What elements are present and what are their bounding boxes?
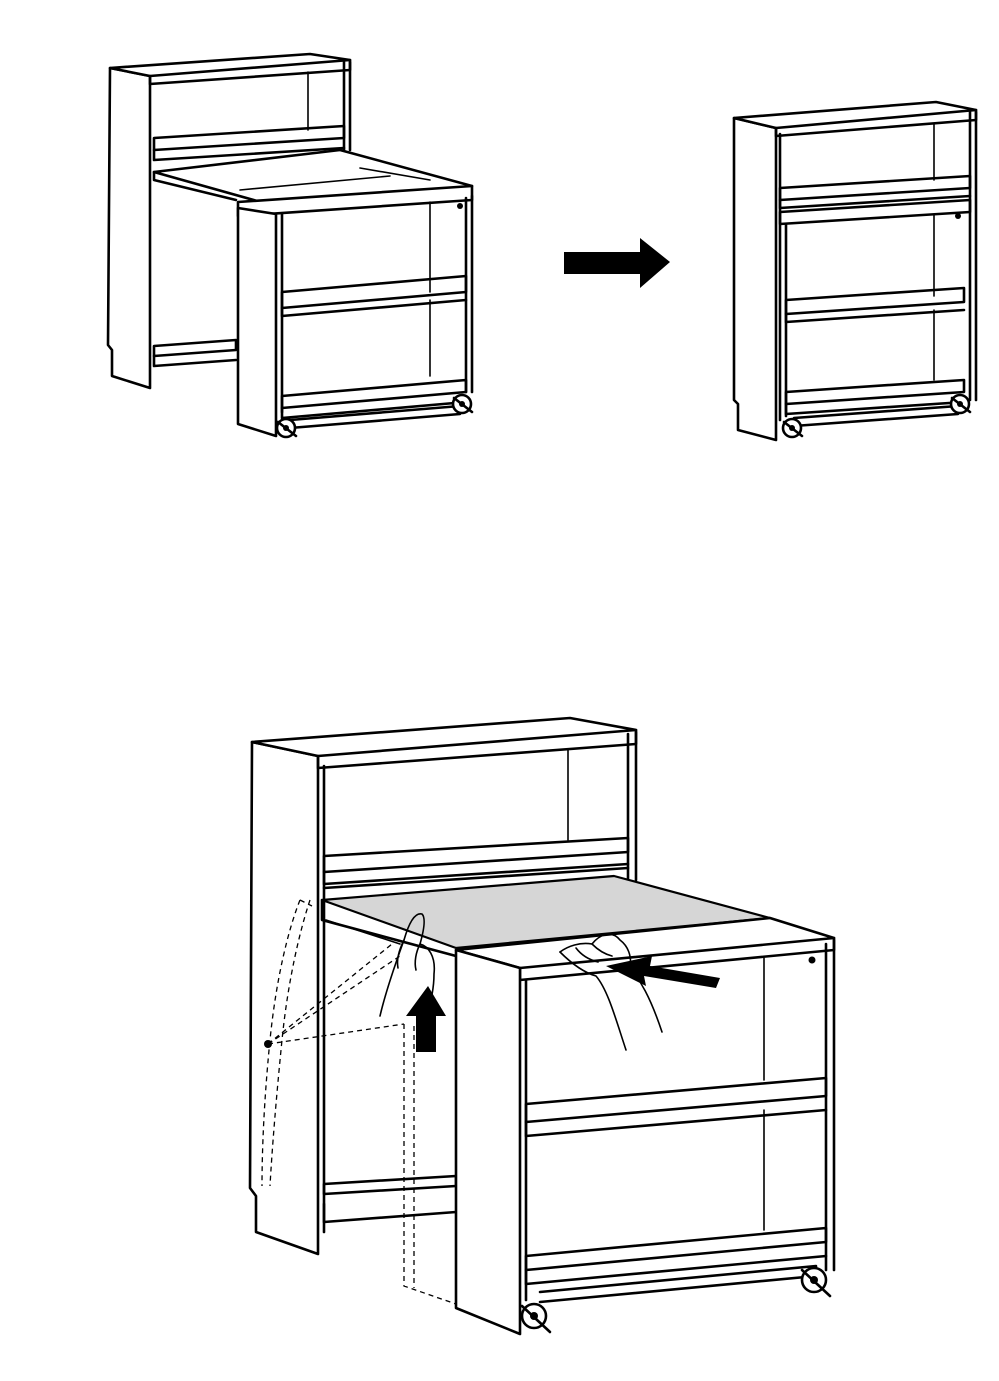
arrow-up-icon bbox=[406, 986, 446, 1052]
caster-wheel-icon bbox=[520, 1302, 552, 1334]
caster-wheel-icon bbox=[800, 1266, 832, 1298]
arrow-left-icon bbox=[606, 956, 720, 988]
caster-wheel-icon bbox=[451, 393, 474, 415]
step-after-panel bbox=[732, 100, 978, 442]
step-before-panel bbox=[106, 52, 474, 439]
caster-wheel-icon bbox=[275, 417, 298, 439]
hand-icon bbox=[379, 913, 436, 1017]
hinge-mechanism bbox=[261, 899, 457, 1305]
step-detail-panel bbox=[248, 716, 836, 1336]
caster-wheel-icon bbox=[949, 393, 972, 415]
caster-wheel-icon bbox=[781, 417, 804, 439]
arrow-right-icon bbox=[564, 238, 670, 288]
